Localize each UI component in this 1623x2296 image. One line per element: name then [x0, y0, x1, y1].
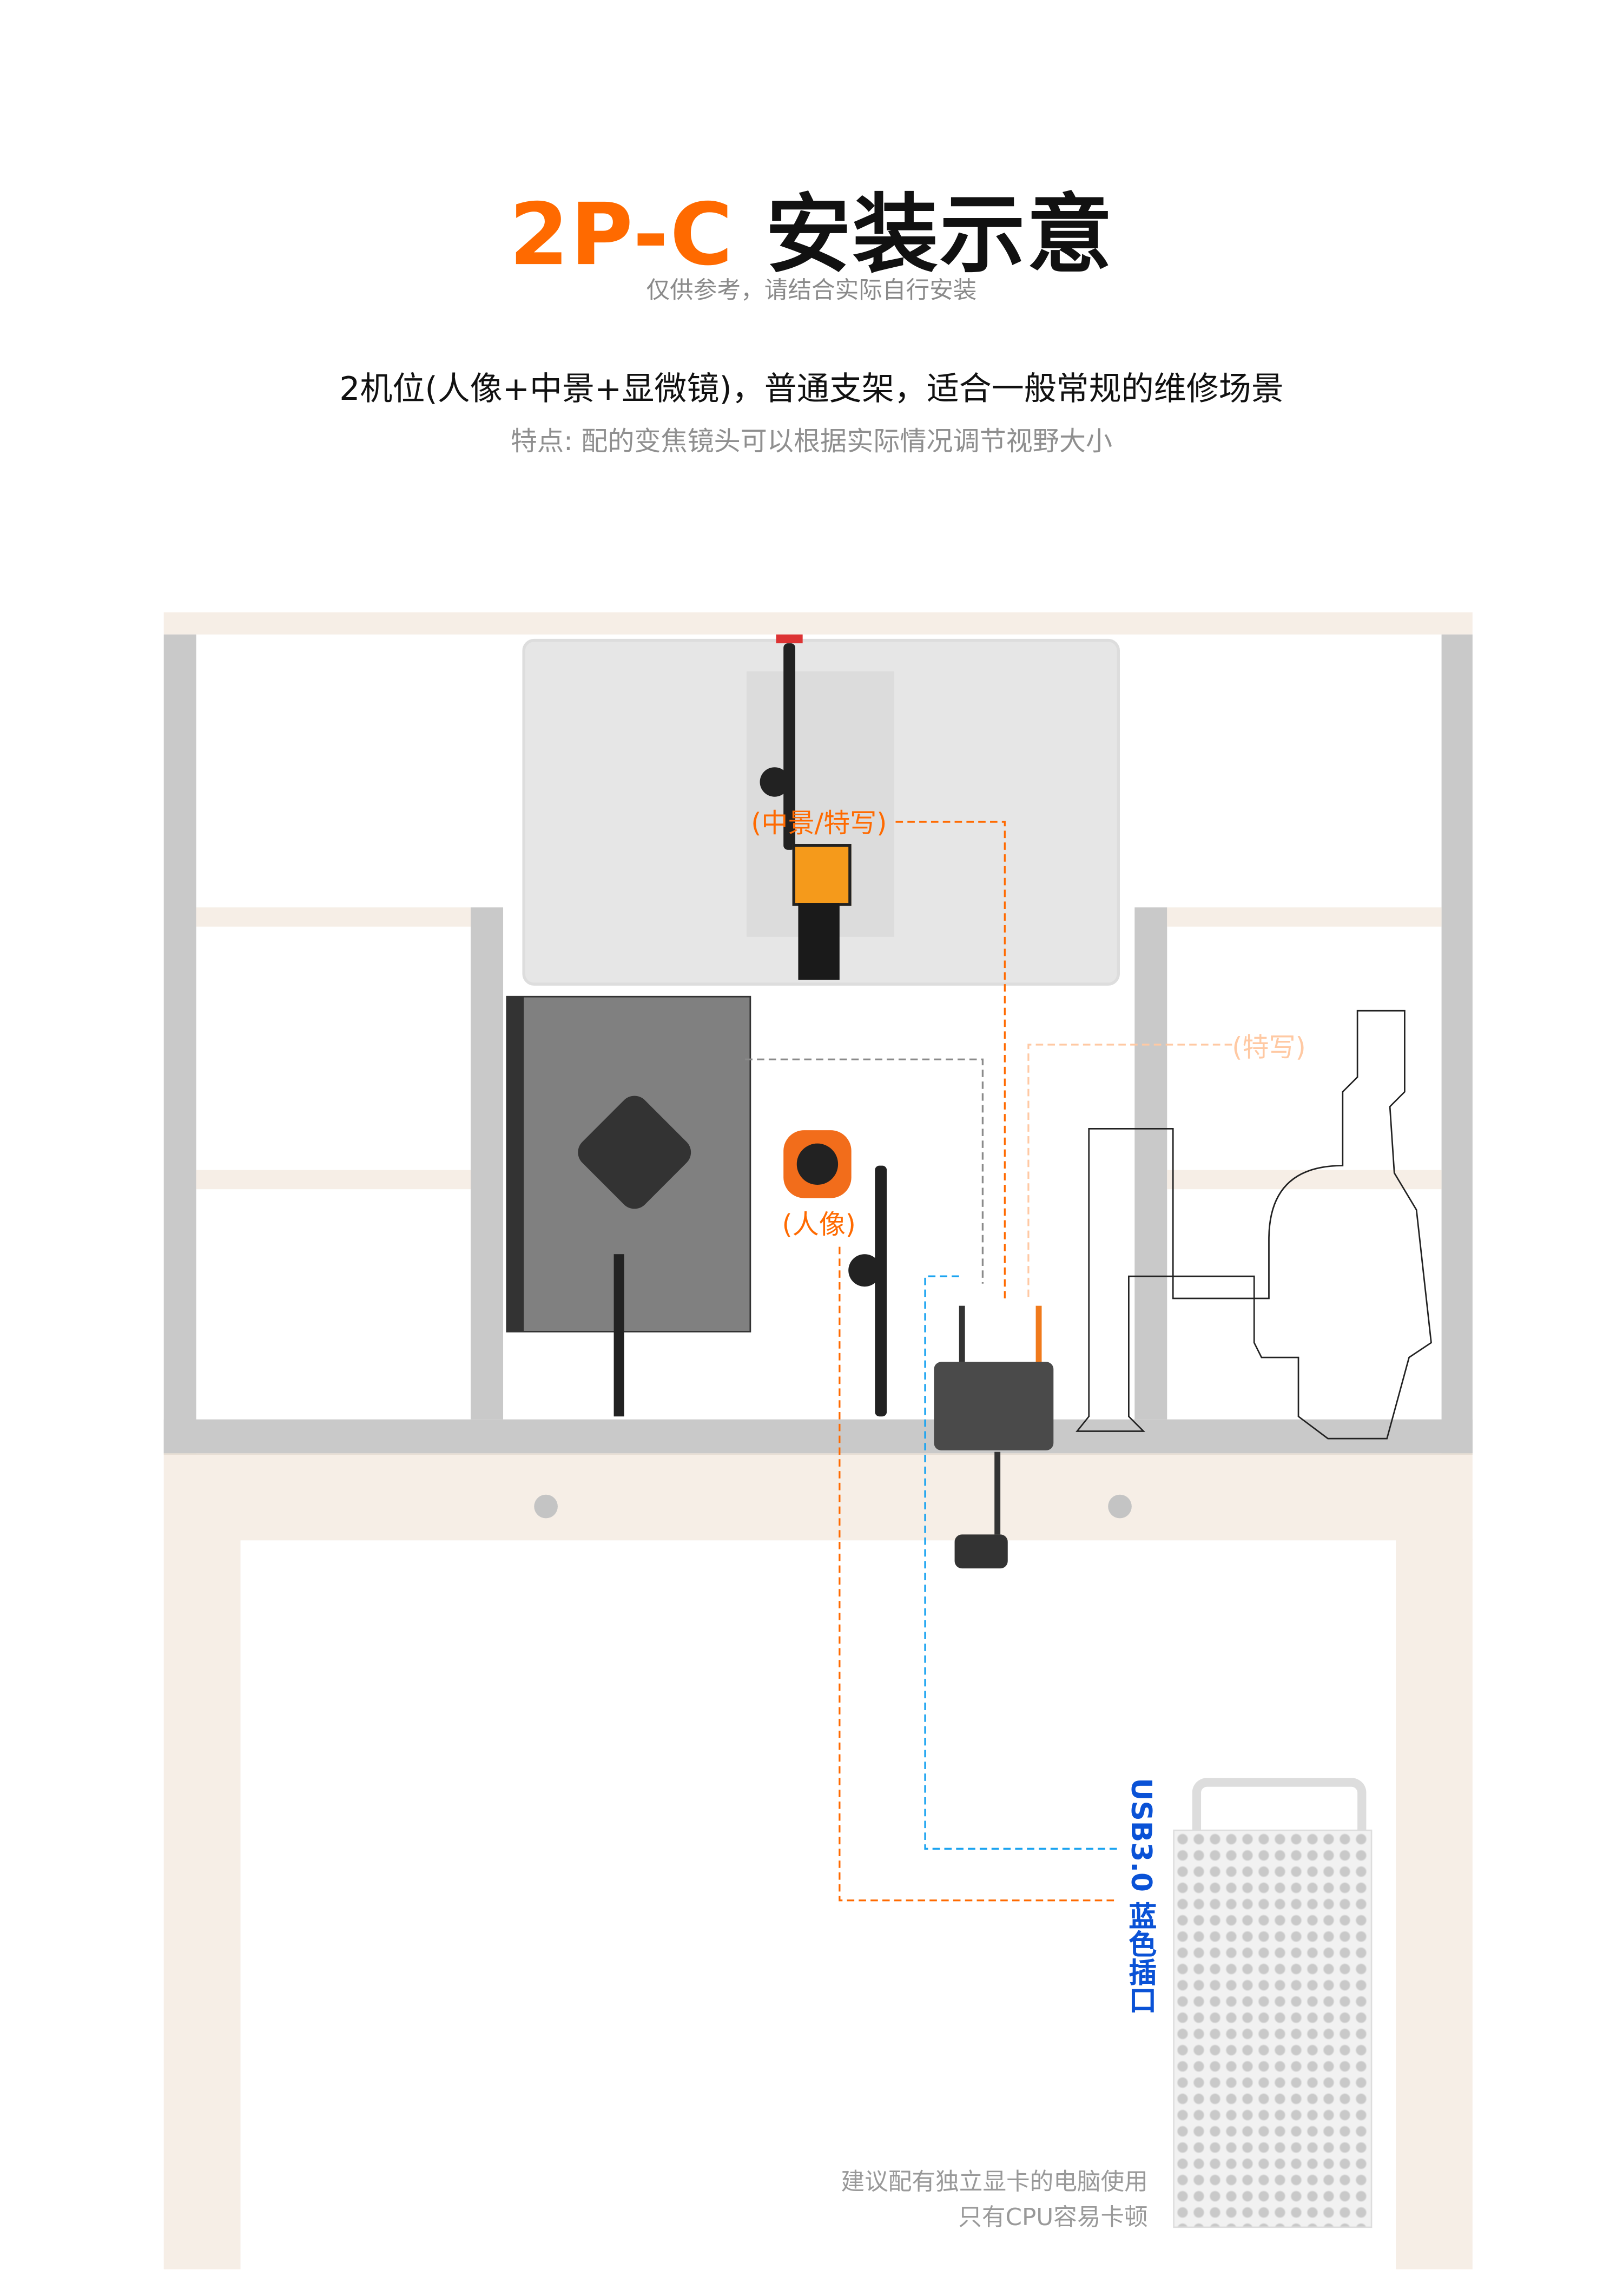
dash-line-usb: [924, 1275, 1119, 1850]
dash-line-portrait: [839, 1246, 1119, 1902]
portrait-webcam: [783, 1130, 852, 1198]
usb-port-label: USB3.0 蓝色插口: [1124, 1778, 1157, 2014]
dash-line-closeup: [1027, 1044, 1232, 1302]
drawer-knob: [1108, 1494, 1132, 1519]
note-line-2: 只有CPU容易卡顿: [958, 2202, 1148, 2231]
zoom-lens: [798, 903, 840, 980]
label-mid-closeup: (中景/特写): [751, 808, 887, 840]
dash-line-display: [745, 1058, 984, 1284]
computer-handle: [1192, 1778, 1367, 1846]
drawer-knob: [534, 1494, 558, 1519]
secondary-display: [506, 995, 751, 1332]
microscope-outline: [1076, 1010, 1432, 1440]
small-camera: [954, 1534, 1008, 1569]
description-main: 2机位(人像+中景+显微镜)，普通支架，适合一般常规的维修场景: [339, 372, 1284, 409]
usb-hub: [934, 1362, 1054, 1450]
hub-cable: [994, 1452, 1001, 1535]
lens-icon: [796, 1143, 839, 1185]
title-text: 安装示意: [765, 184, 1114, 285]
desk-leg-right: [1396, 1539, 1473, 2269]
cables: [959, 1305, 1042, 1362]
right-shelf-1: [1167, 907, 1442, 927]
left-shelf-2: [196, 1170, 471, 1190]
desktop-computer: [1173, 1829, 1373, 2228]
note-line-1: 建议配有独立显卡的电脑使用: [841, 2167, 1148, 2196]
left-post: [163, 634, 196, 1454]
portrait-arm: [875, 1165, 887, 1417]
monitor: [522, 638, 1120, 986]
left-shelf-1: [196, 907, 471, 927]
dash-line-midview: [895, 821, 1006, 1302]
label-closeup: (特写): [1232, 1033, 1306, 1064]
page-title: 2P-C 安装示意: [0, 165, 1623, 289]
right-inner-post: [1134, 907, 1167, 1420]
arm-knob-icon: [848, 1254, 881, 1287]
desk-top: [163, 1453, 1473, 1541]
title-model: 2P-C: [509, 184, 735, 285]
right-post: [1441, 634, 1473, 1454]
desk-leg-left: [163, 1539, 241, 2269]
label-portrait: (人像): [782, 1210, 856, 1241]
description-feature: 特点: 配的变焦镜头可以根据实际情况调节视野大小: [510, 426, 1113, 458]
clamp-icon: [776, 634, 803, 644]
desk-back-bar: [163, 1419, 1473, 1454]
display-arm: [613, 1254, 624, 1417]
subtitle: 仅供参考，请结合实际自行安装: [646, 276, 977, 304]
articulating-arm: [783, 643, 796, 850]
left-inner-post: [471, 907, 504, 1420]
arm-knob-icon: [760, 767, 790, 797]
top-shelf: [163, 612, 1473, 635]
